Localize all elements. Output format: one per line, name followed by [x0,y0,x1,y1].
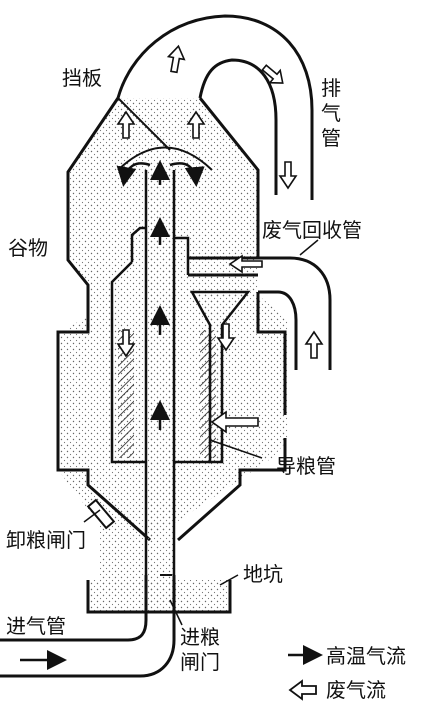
unloading-gate-plate [86,498,116,530]
legend-waste-gas-label: 废气流 [326,678,386,702]
waste-gas-return-pipe-inner [188,273,298,370]
exhaust-gooseneck-outer [116,14,314,200]
inlet-pipe-label: 进气管 [6,614,66,638]
unloading-gate-label: 卸粮闸门 [6,528,86,552]
waste-gas-return-pipe [188,256,332,370]
baffle-dome [117,146,213,171]
pit-leader [219,574,239,586]
pit-label: 地坑 [243,562,283,586]
dryer-shell [56,97,151,542]
inlet-pipe-inner [0,575,176,678]
grain-guide-leader [209,439,263,459]
hatch-wall-left [118,330,134,458]
waste-gas-return-pipe-label: 废气回收管 [262,218,362,242]
grain-inlet-gate-label: 进粮 闸门 [180,625,220,675]
grain-guide-funnel [189,290,251,464]
exhaust-pipe-char-3: 管 [321,126,341,150]
legend-hot-air-label: 高温气流 [326,644,406,668]
exhaust-pipe-char-2: 气 [321,101,341,125]
legend-waste-gas-arrow [288,679,317,701]
hot-air-arrows [20,160,205,670]
inlet-pipe-outer [0,575,148,642]
dryer-shell-right [198,97,260,258]
grain-guide-pipe-label: 导粮管 [276,454,336,478]
pit [86,580,232,614]
inner-sleeve-left [110,226,146,464]
unloading-gate-leader [83,509,101,523]
dryer-shell-right-lower [177,292,287,542]
grain-label: 谷物 [8,236,48,260]
exhaust-gooseneck-inner [198,58,278,195]
waste-gas-leader [299,239,319,256]
waste-gas-arrows [116,44,324,434]
baffle-line [117,97,171,151]
grain-inlet-gate-line-2: 闸门 [180,650,220,674]
hatch-wall-right [200,330,216,458]
exhaust-pipe-char-1: 排 [321,76,341,100]
baffle-label: 挡板 [62,66,102,90]
grain-inlet-gate-line-1: 进粮 [180,625,220,649]
inner-sleeve-right [174,236,210,464]
exhaust-pipe-label: 排 气 管 [320,76,342,151]
grain-inlet-gate-leader [169,599,183,626]
